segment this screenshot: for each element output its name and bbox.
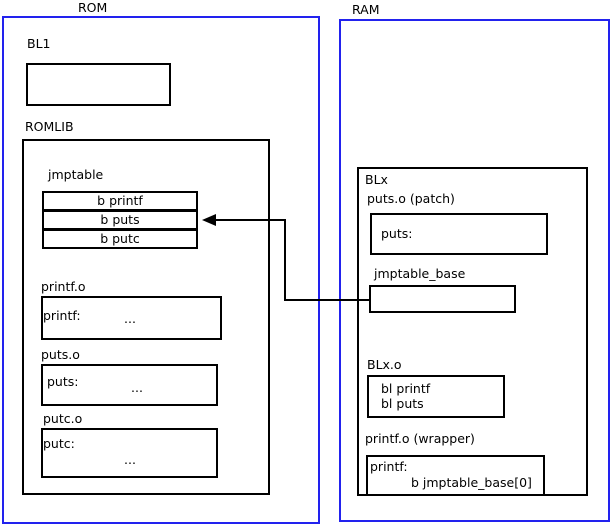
romlib-puts-symbol: puts: [47, 374, 79, 389]
jmptable-base-box [369, 285, 516, 313]
blx-o-line2: bl puts [381, 396, 424, 411]
puts-patch-label: puts.o (patch) [367, 191, 455, 206]
romlib-putc-o-label: putc.o [43, 411, 83, 426]
romlib-puts-body: ... [131, 380, 143, 395]
blx-o-box [367, 375, 505, 418]
romlib-printf-symbol: printf: [43, 308, 81, 323]
blx-o-line1: bl printf [381, 381, 431, 396]
romlib-putc-symbol: putc: [43, 436, 75, 451]
romlib-puts-o-label: puts.o [41, 347, 80, 362]
jmptable-entry-printf: b printf [42, 191, 198, 211]
printf-wrapper-symbol: printf: [370, 459, 408, 474]
romlib-printf-o-box [41, 296, 222, 340]
romlib-putc-o-box [41, 428, 218, 478]
jmptable-entry-puts: b puts [42, 210, 198, 230]
romlib-puts-o-box [41, 364, 218, 406]
romlib-label: ROMLIB [25, 119, 74, 134]
ram-region-label: RAM [352, 2, 380, 17]
blx-label: BLx [365, 172, 388, 187]
jmptable-label: jmptable [48, 167, 104, 182]
jmptable-entry-puts-text: b puts [100, 212, 140, 227]
romlib-putc-body: ... [124, 452, 136, 467]
blx-o-label: BLx.o [367, 357, 402, 372]
printf-wrapper-label: printf.o (wrapper) [365, 431, 475, 446]
rom-region-label: ROM [78, 0, 108, 15]
jmptable-entry-putc: b putc [42, 229, 198, 249]
bl1-label: BL1 [27, 36, 51, 51]
romlib-printf-o-label: printf.o [41, 279, 86, 294]
romlib-printf-body: ... [124, 311, 136, 326]
jmptable-entry-putc-text: b putc [100, 231, 140, 246]
printf-wrapper-box [366, 455, 545, 496]
bl1-box [26, 63, 171, 106]
jmptable-entry-printf-text: b printf [97, 193, 143, 208]
jmptable-base-label: jmptable_base [374, 266, 466, 281]
printf-wrapper-instruction: b jmptable_base[0] [411, 475, 532, 490]
puts-patch-symbol: puts: [381, 226, 413, 241]
puts-patch-box [370, 213, 548, 255]
